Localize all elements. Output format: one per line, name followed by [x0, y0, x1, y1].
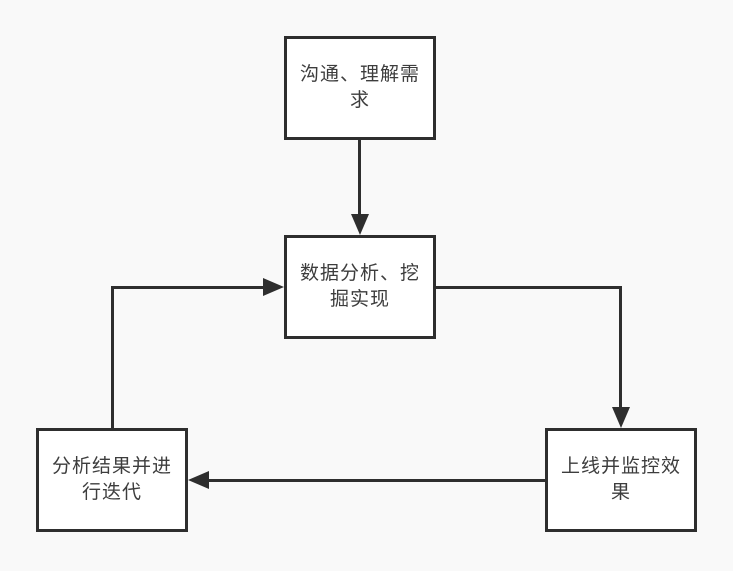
node-understand-requirements-label: 沟通、理解需 求: [300, 62, 420, 114]
label-line: 求: [349, 90, 370, 111]
arrowhead-down-icon: [612, 407, 630, 428]
edge-segment-horizontal: [436, 286, 622, 289]
label-line: 行迭代: [81, 482, 142, 503]
arrowhead-right-icon: [263, 278, 284, 296]
label-line: 分析结果并进: [51, 456, 172, 477]
label-line: 数据分析、挖: [299, 263, 420, 284]
arrowhead-left-icon: [188, 471, 209, 489]
node-launch-and-monitor-label: 上线并监控效 果: [561, 454, 681, 506]
label-line: 掘实现: [329, 289, 390, 310]
node-data-analysis-mining[interactable]: 数据分析、挖 掘实现: [284, 235, 436, 339]
edge-segment-vertical: [111, 286, 114, 428]
node-understand-requirements[interactable]: 沟通、理解需 求: [284, 36, 436, 140]
label-line: 果: [610, 482, 631, 503]
node-analyze-and-iterate[interactable]: 分析结果并进 行迭代: [36, 428, 188, 532]
node-launch-and-monitor[interactable]: 上线并监控效 果: [545, 428, 697, 532]
edge-segment-vertical: [619, 286, 622, 407]
edge-segment-horizontal: [209, 479, 545, 482]
label-line: 上线并监控效: [560, 456, 681, 477]
edge-segment-vertical: [358, 140, 361, 214]
arrowhead-down-icon: [351, 214, 369, 235]
label-line: 沟通、理解需: [299, 64, 420, 85]
node-data-analysis-mining-label: 数据分析、挖 掘实现: [300, 261, 420, 313]
node-analyze-and-iterate-label: 分析结果并进 行迭代: [52, 454, 172, 506]
edge-segment-horizontal: [111, 286, 263, 289]
